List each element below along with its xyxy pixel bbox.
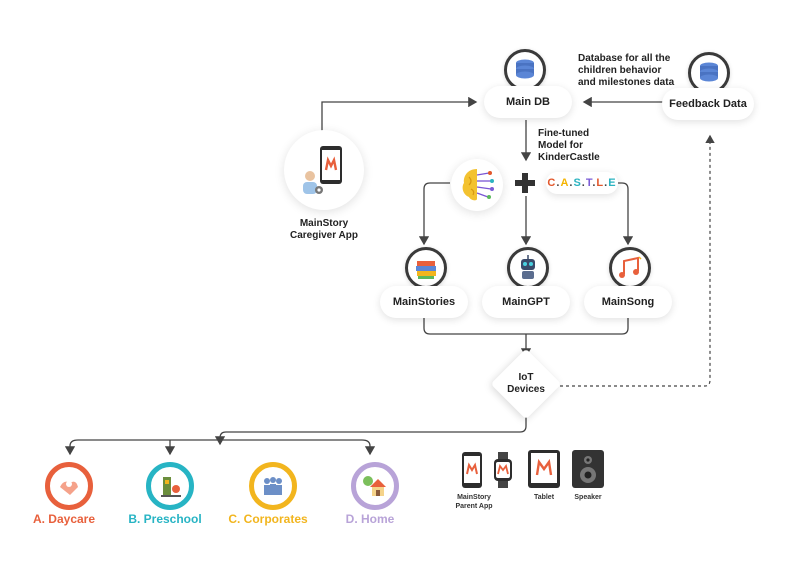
ai-model-circle <box>451 159 503 211</box>
castle-letter: . <box>592 177 597 189</box>
preschool-label: B. Preschool <box>128 512 202 526</box>
main-db-node: Main DB <box>484 86 572 118</box>
feedback-data-node: Feedback Data <box>662 88 754 120</box>
main-stories-label: MainStories <box>392 296 456 308</box>
merge-line <box>423 318 629 335</box>
music-notes-icon <box>609 247 651 289</box>
branch-stories-line <box>418 182 450 246</box>
feedback-loop-line <box>548 134 715 387</box>
castle-letter: . <box>604 177 609 189</box>
dest-bus-line <box>64 439 224 456</box>
castle-letter: A <box>560 177 570 189</box>
castle-letter: . <box>581 177 586 189</box>
caregiver-phone-icon <box>303 146 342 194</box>
main-gpt-label: MainGPT <box>502 296 550 308</box>
castle-letter: . <box>569 177 574 189</box>
castle-letter: L <box>596 177 605 189</box>
home-label: D. Home <box>345 512 395 526</box>
corporates-icon <box>249 462 297 510</box>
corporates-label: C. Corporates <box>228 512 308 526</box>
main-db-icon <box>504 49 546 91</box>
castle-logo-text: C.A.S.T.L.E <box>547 177 616 189</box>
main-song-node: MainSong <box>584 286 672 318</box>
daycare-label: A. Daycare <box>32 512 96 526</box>
feedback-data-label: Feedback Data <box>669 98 747 110</box>
iot-devices-label: IoT Devices <box>507 372 545 395</box>
tablet-label: Tablet <box>533 494 555 501</box>
castle-letter: C <box>547 177 557 189</box>
preschool-icon <box>146 462 194 510</box>
gpt-robot-icon <box>507 247 549 289</box>
caregiver-app-label: MainStory Caregiver App <box>290 218 358 241</box>
speaker-label: Speaker <box>574 494 602 501</box>
home-icon <box>351 462 399 510</box>
plus-icon <box>514 172 536 194</box>
castle-letter: . <box>556 177 561 189</box>
parent-phone-icon <box>461 452 483 488</box>
parent-app-label: MainStory Parent App <box>455 494 493 510</box>
iot-to-dest-line <box>214 412 527 446</box>
caregiver-app-circle <box>284 130 364 210</box>
database-note: Database for all the children behavior a… <box>578 53 675 88</box>
castle-letter: T <box>585 177 593 189</box>
main-stories-node: MainStories <box>380 286 468 318</box>
daycare-icon <box>45 462 93 510</box>
speaker-icon <box>572 450 604 488</box>
finetuned-note: Fine-tuned Model for KinderCastle <box>538 128 600 163</box>
castle-logo: C.A.S.T.L.E <box>546 172 618 194</box>
castle-letter: S <box>573 177 582 189</box>
caregiver-to-db-line <box>321 96 478 142</box>
smartwatch-icon <box>492 452 514 488</box>
main-song-label: MainSong <box>601 296 655 308</box>
tablet-icon <box>528 450 560 488</box>
stories-icon <box>405 247 447 289</box>
brain-icon <box>462 169 494 201</box>
branch-song-line <box>618 182 634 246</box>
main-gpt-node: MainGPT <box>482 286 570 318</box>
castle-letter: E <box>608 177 617 189</box>
main-db-label: Main DB <box>506 96 550 108</box>
